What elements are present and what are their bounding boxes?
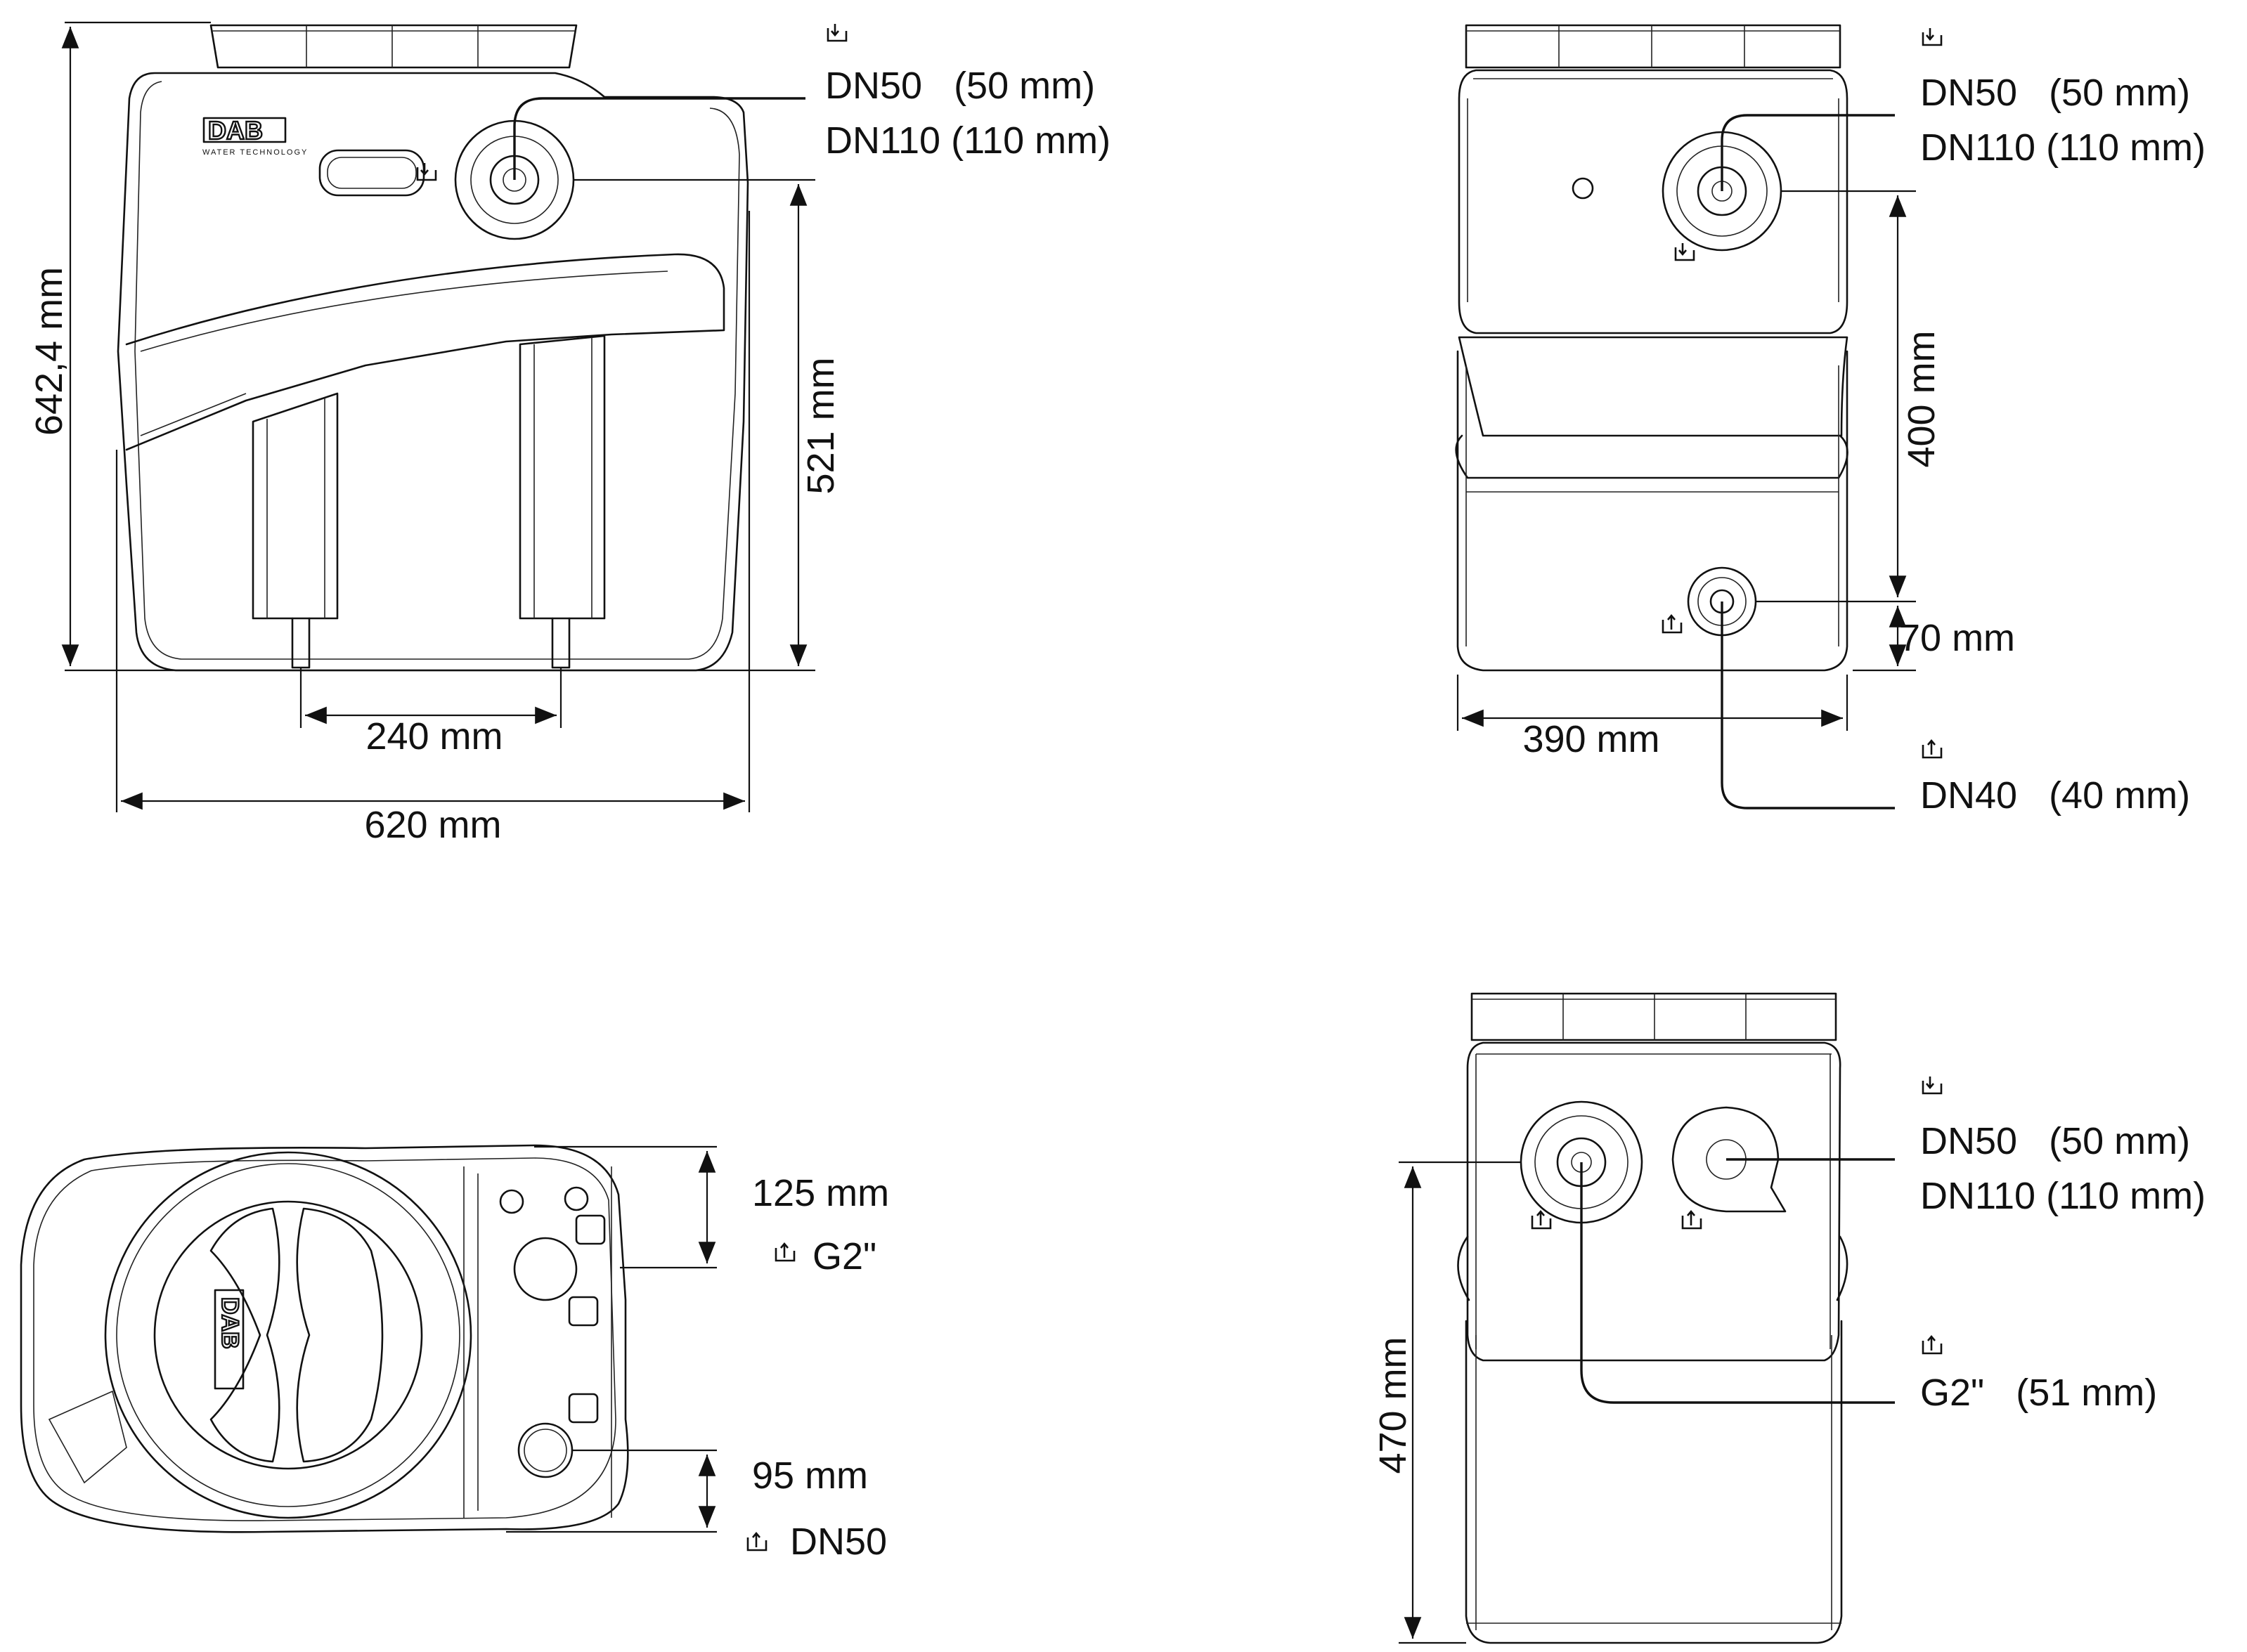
top-vent-label: G2" (812, 1235, 876, 1277)
rear-dim-height: 470 mm (1372, 1336, 1414, 1474)
front-dimensions: 642,4 mm 521 mm 240 mm 620 mm DN50 (50 m… (28, 21, 1110, 846)
top-dim-outlet: 95 mm (752, 1455, 868, 1497)
front-inlet-dn110: DN110 (110 mm) (825, 119, 1110, 162)
dim-feet-spacing: 240 mm (365, 715, 503, 757)
side-callout-outlet-icon (1922, 739, 1943, 759)
rear-inlet-dn110: DN110 (110 mm) (1920, 1175, 2206, 1217)
top-vent-port (513, 1237, 578, 1301)
side-dim-height-outlet: 70 mm (1899, 617, 2015, 659)
front-callout-inlet-icon (827, 22, 848, 42)
side-outlet-icon (1662, 614, 1683, 634)
top-outlet-icon (746, 1532, 768, 1552)
front-inlet-dn50: DN50 (50 mm) (825, 65, 1095, 107)
side-view (1455, 24, 1848, 672)
rear-dimensions: DN50 (50 mm) DN110 (110 mm) G2" (51 mm) … (1372, 1075, 2206, 1644)
rear-inlet-port (1671, 1106, 1787, 1213)
front-view: DAB WATER TECHNOLOGY (117, 24, 749, 672)
rear-callout-outlet-icon (1922, 1335, 1943, 1355)
top-logo-text: DAB (216, 1297, 243, 1349)
side-inlet-icon (1674, 242, 1695, 261)
top-dimensions: 125 mm G2" 95 mm DN50 (506, 1145, 889, 1563)
side-inlet-dn50: DN50 (50 mm) (1920, 72, 2190, 114)
top-vent-icon (775, 1242, 796, 1262)
dim-width: 620 mm (364, 804, 501, 846)
top-outlet-label: DN50 (790, 1521, 887, 1563)
side-callout-inlet-icon (1922, 27, 1943, 46)
dim-height-inlet: 521 mm (800, 357, 842, 494)
top-outlet-port (517, 1422, 574, 1478)
side-dim-height-inlet: 400 mm (1900, 330, 1943, 467)
side-outlet-dn40: DN40 (40 mm) (1920, 774, 2190, 817)
dim-height-total: 642,4 mm (28, 267, 70, 436)
top-lid (104, 1151, 472, 1519)
rear-view (1457, 992, 1848, 1644)
front-inlet-icon (416, 162, 437, 181)
front-logo-text: DAB (208, 116, 263, 145)
side-dim-depth: 390 mm (1522, 718, 1659, 760)
side-dimensions: DN50 (50 mm) DN110 (110 mm) 400 mm 70 mm… (1456, 27, 2206, 817)
front-logo-sub: WATER TECHNOLOGY (202, 148, 308, 157)
rear-inlet-dn50: DN50 (50 mm) (1920, 1120, 2190, 1162)
rear-callout-inlet-icon (1922, 1075, 1943, 1095)
side-inlet-dn110: DN110 (110 mm) (1920, 126, 2206, 169)
top-view: DAB (20, 1144, 629, 1533)
rear-outlet-g2: G2" (51 mm) (1920, 1372, 2157, 1414)
rear-inlet-icon (1681, 1210, 1702, 1230)
top-dim-vent: 125 mm (752, 1172, 889, 1214)
rear-outlet-icon (1531, 1210, 1552, 1230)
